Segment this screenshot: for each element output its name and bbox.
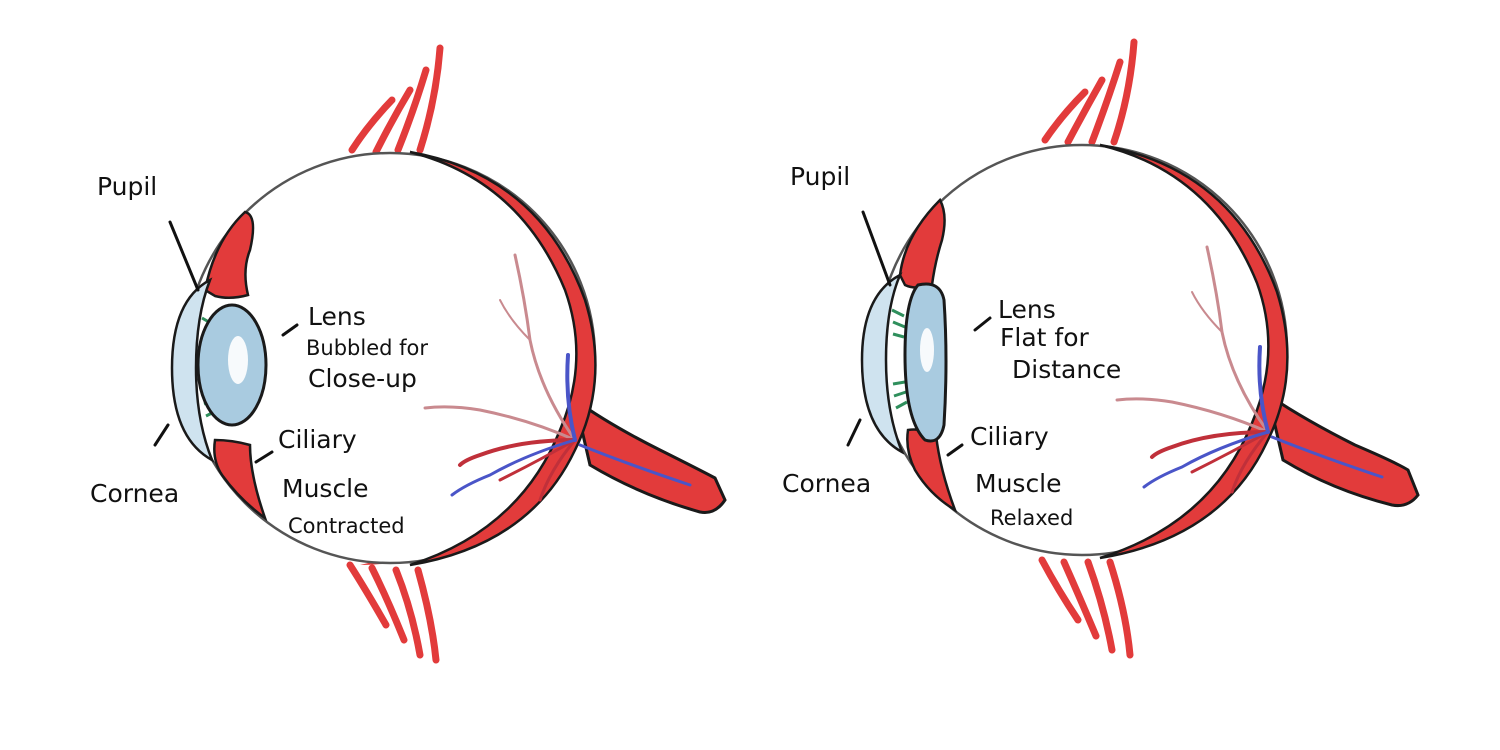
cornea xyxy=(860,272,905,455)
label-cornea: Cornea xyxy=(90,479,179,508)
lens-highlight xyxy=(920,328,934,372)
lens-highlight xyxy=(228,336,248,384)
muscle-strands-bottom xyxy=(1038,556,1134,659)
label-lens-desc-1: Flat for xyxy=(1000,323,1089,352)
eye-diagram-far: Pupil Lens Flat for Distance Ciliary Mus… xyxy=(782,38,1420,659)
label-lens: Lens xyxy=(308,302,366,331)
label-ciliary-state: Relaxed xyxy=(990,506,1073,530)
ciliary-fibers xyxy=(891,308,908,410)
label-ciliary: Ciliary xyxy=(970,422,1049,451)
cornea xyxy=(170,277,215,463)
label-pupil: Pupil xyxy=(97,172,157,201)
optic-nerve xyxy=(572,396,727,514)
eye-diagram-near: Pupil Lens Bubbled for Close-up Ciliary … xyxy=(90,44,727,664)
retinal-vessels xyxy=(423,253,692,502)
label-lens-desc-2: Close-up xyxy=(308,364,417,393)
label-ciliary: Ciliary xyxy=(278,425,357,454)
retinal-vessels xyxy=(1115,245,1384,494)
muscle-strands-bottom xyxy=(346,561,440,664)
label-muscle: Muscle xyxy=(975,469,1062,498)
ciliary-body-upper xyxy=(203,210,255,299)
sclera-band xyxy=(1099,143,1289,560)
muscle-strands-top xyxy=(1041,38,1138,146)
label-lens-desc-2: Distance xyxy=(1012,355,1121,384)
leader-lines xyxy=(153,220,299,464)
label-lens: Lens xyxy=(998,295,1056,324)
label-lens-desc-1: Bubbled for xyxy=(306,336,428,360)
leader-lines xyxy=(846,210,992,457)
label-cornea: Cornea xyxy=(782,469,871,498)
sclera-band xyxy=(409,150,597,567)
label-pupil: Pupil xyxy=(790,162,850,191)
label-ciliary-state: Contracted xyxy=(288,514,405,538)
muscle-strands-top xyxy=(348,44,444,156)
label-muscle: Muscle xyxy=(282,474,369,503)
ciliary-body-lower xyxy=(213,438,268,522)
optic-nerve xyxy=(1265,391,1420,507)
